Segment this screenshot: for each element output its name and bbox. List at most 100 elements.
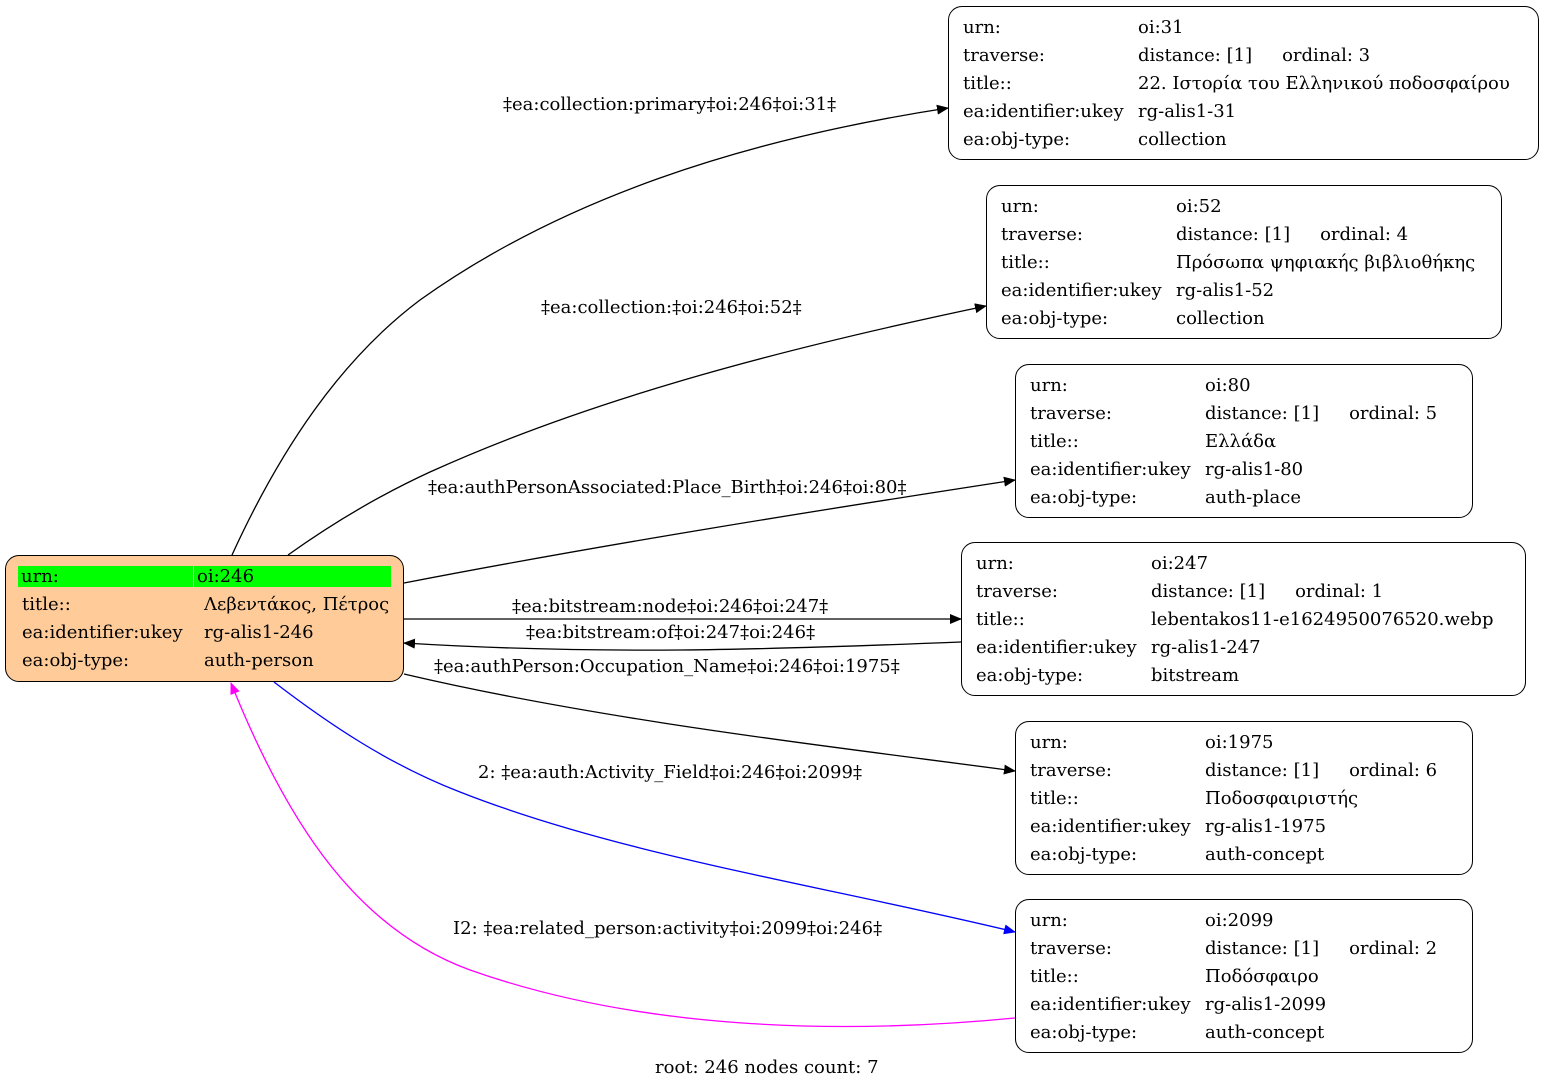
node-ukey-value: rg-alis1-52	[1176, 279, 1275, 301]
node-ukey-key: ea:identifier:ukey	[1001, 279, 1162, 301]
node-row-ukey: ea:identifier:ukey rg-alis1-80	[1030, 455, 1458, 483]
node-row-ukey: ea:identifier:ukey rg-alis1-2099	[1030, 990, 1458, 1018]
node-row-title: title::Πρόσωπα ψηφιακής βιβλιοθήκης	[1001, 248, 1487, 276]
graph-footer: root: 246 nodes count: 7	[655, 1057, 879, 1078]
node-urn-value: oi:52	[1176, 195, 1222, 217]
root-ukey-key: ea:identifier:ukey	[22, 621, 183, 643]
node-traverse-key: traverse:	[1030, 937, 1112, 959]
node-ukey-value: rg-alis1-31	[1138, 100, 1237, 122]
node-title-value: Ποδοσφαιριστής	[1205, 787, 1359, 809]
node-title-key: title::	[1030, 787, 1079, 809]
node-row-obj-type: ea:obj-type: auth-concept	[1030, 1018, 1458, 1046]
edge-activity-field	[273, 681, 1016, 935]
node-row-urn: urn: oi:80	[1030, 371, 1458, 399]
node-obj-type-key: ea:obj-type:	[963, 128, 1071, 150]
root-ukey-value: rg-alis1-246	[204, 621, 314, 643]
node-urn-value: oi:31	[1138, 16, 1184, 38]
edge-label-place-birth: ‡ea:authPersonAssociated:Place_Birth‡oi:…	[428, 477, 907, 498]
node-obj-type-value: bitstream	[1151, 664, 1240, 686]
node-urn-key: urn:	[963, 16, 1001, 38]
node-urn-key: urn:	[976, 552, 1014, 574]
root-title-value: Λεβεντάκος, Πέτρος	[204, 593, 390, 615]
edge-label-related-person: I2: ‡ea:related_person:activity‡oi:2099‡…	[453, 918, 883, 939]
node-distance-value: distance: [1]	[1151, 580, 1266, 602]
node-ukey-value: rg-alis1-247	[1151, 636, 1261, 658]
node-obj-type-value: collection	[1176, 307, 1265, 329]
node-row-title: title::lebentakos11-e1624950076520.webp	[976, 605, 1511, 633]
root-urn-key: urn:	[18, 565, 193, 587]
edge-label-bitstream-of: ‡ea:bitstream:of‡oi:247‡oi:246‡	[526, 622, 816, 643]
node-oi-1975[interactable]: urn:oi:1975 traverse:distance: [1]ordina…	[1015, 721, 1473, 875]
node-traverse-key: traverse:	[1001, 223, 1083, 245]
root-row-title: title:: Λεβεντάκος, Πέτρος	[18, 590, 391, 618]
node-oi-2099[interactable]: urn:oi:2099 traverse:distance: [1]ordina…	[1015, 899, 1473, 1053]
node-obj-type-key: ea:obj-type:	[1030, 843, 1138, 865]
node-obj-type-value: auth-concept	[1205, 1021, 1325, 1043]
node-ordinal-value: ordinal: 1	[1295, 580, 1384, 602]
node-obj-type-key: ea:obj-type:	[1001, 307, 1109, 329]
node-obj-type-key: ea:obj-type:	[1030, 1021, 1138, 1043]
node-oi-52[interactable]: urn:oi:52 traverse:distance: [1]ordinal:…	[986, 185, 1502, 339]
node-row-obj-type: ea:obj-type: auth-place	[1030, 483, 1458, 511]
edge-label-bitstream-node: ‡ea:bitstream:node‡oi:246‡oi:247‡	[512, 596, 829, 617]
node-ukey-key: ea:identifier:ukey	[1030, 815, 1191, 837]
node-urn-value: oi:1975	[1205, 731, 1274, 753]
node-row-ukey: ea:identifier:ukey rg-alis1-31	[963, 97, 1524, 125]
node-obj-type-key: ea:obj-type:	[976, 664, 1084, 686]
node-oi-80[interactable]: urn: oi:80 traverse:distance: [1]ordinal:…	[1015, 364, 1473, 518]
node-row-ukey: ea:identifier:ukey rg-alis1-247	[976, 633, 1511, 661]
edge-collection	[287, 303, 987, 556]
node-urn-key: urn:	[1030, 731, 1068, 753]
node-title-key: title::	[976, 608, 1025, 630]
node-urn-value: oi:80	[1205, 374, 1251, 396]
node-row-urn: urn: oi:1975	[1030, 728, 1458, 756]
node-ordinal-value: ordinal: 5	[1349, 402, 1438, 424]
node-title-key: title::	[1030, 965, 1079, 987]
node-ukey-key: ea:identifier:ukey	[1030, 993, 1191, 1015]
node-title-value: 22. Ιστορία του Ελληνικού ποδοσφαίρου	[1138, 72, 1510, 94]
node-traverse-key: traverse:	[1030, 402, 1112, 424]
node-row-obj-type: ea:obj-type: bitstream	[976, 661, 1511, 689]
node-row-traverse: traverse:distance: [1]ordinal: 5	[1030, 399, 1458, 427]
node-row-obj-type: ea:obj-type: auth-concept	[1030, 840, 1458, 868]
node-obj-type-value: auth-place	[1205, 486, 1301, 508]
node-row-obj-type: ea:obj-type: collection	[963, 125, 1524, 153]
node-title-value: Ποδόσφαιρο	[1205, 965, 1319, 987]
node-oi-247[interactable]: urn:oi:247 traverse:distance: [1]ordinal…	[961, 542, 1526, 696]
node-obj-type-key: ea:obj-type:	[1030, 486, 1138, 508]
node-ukey-value: rg-alis1-2099	[1205, 993, 1327, 1015]
node-row-title: title::Ελλάδα	[1030, 427, 1458, 455]
node-title-value: lebentakos11-e1624950076520.webp	[1151, 608, 1494, 630]
edge-related-person	[230, 682, 1016, 1028]
node-ukey-key: ea:identifier:ukey	[1030, 458, 1191, 480]
node-ukey-value: rg-alis1-80	[1205, 458, 1304, 480]
node-ukey-key: ea:identifier:ukey	[976, 636, 1137, 658]
node-row-traverse: traverse: distance: [1] ordinal: 2	[1030, 934, 1458, 962]
node-ukey-key: ea:identifier:ukey	[963, 100, 1124, 122]
edge-place-birth	[403, 476, 1016, 584]
node-row-traverse: traverse:distance: [1]ordinal: 6	[1030, 756, 1458, 784]
root-obj-type-value: auth-person	[204, 649, 314, 671]
node-row-traverse: traverse:distance: [1]ordinal: 3	[963, 41, 1524, 69]
node-ordinal-value: ordinal: 4	[1320, 223, 1409, 245]
node-row-urn: urn: oi:31	[963, 13, 1524, 41]
node-distance-value: distance: [1]	[1205, 759, 1320, 781]
root-title-key: title::	[22, 593, 71, 615]
node-row-ukey: ea:identifier:ukey rg-alis1-52	[1001, 276, 1487, 304]
node-row-title: title::Ποδόσφαιρο	[1030, 962, 1458, 990]
edge-label-collection-primary: ‡ea:collection:primary‡oi:246‡oi:31‡	[503, 94, 837, 115]
node-obj-type-value: auth-concept	[1205, 843, 1325, 865]
node-urn-key: urn:	[1030, 374, 1068, 396]
root-node[interactable]: urn: oi:246 title:: Λεβεντάκος, Πέτρος e…	[5, 555, 404, 682]
node-oi-31[interactable]: urn: oi:31 traverse:distance: [1]ordinal:…	[948, 6, 1539, 160]
node-title-value: Ελλάδα	[1205, 430, 1277, 452]
node-distance-value: distance: [1]	[1205, 937, 1320, 959]
node-ordinal-value: ordinal: 6	[1349, 759, 1438, 781]
node-obj-type-value: collection	[1138, 128, 1227, 150]
node-row-title: title::Ποδοσφαιριστής	[1030, 784, 1458, 812]
node-row-obj-type: ea:obj-type: collection	[1001, 304, 1487, 332]
root-obj-type-key: ea:obj-type:	[22, 649, 130, 671]
node-ordinal-value: ordinal: 2	[1349, 937, 1438, 959]
